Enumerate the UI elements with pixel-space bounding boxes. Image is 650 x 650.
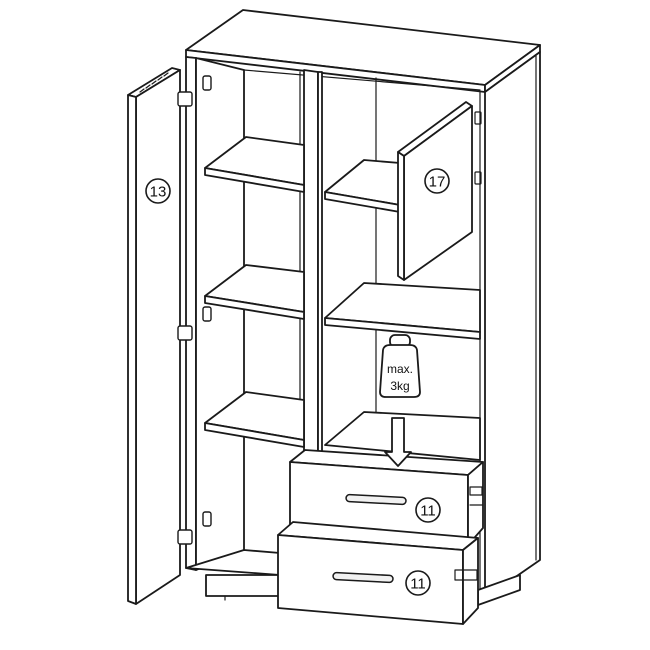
hinge-middle <box>177 306 212 341</box>
upper-drawer <box>289 449 484 546</box>
callout-upper-drawer-label: 11 <box>420 503 436 520</box>
down-arrow-icon <box>384 417 412 467</box>
main-door <box>127 67 181 605</box>
left-side-panel <box>185 56 245 571</box>
left-shelf-2 <box>204 264 305 320</box>
weight-label-line1: max. <box>387 362 413 376</box>
right-side-panel <box>479 51 541 599</box>
right-shelf-2 <box>324 282 481 340</box>
callout-upper-drawer: 11 <box>415 497 441 523</box>
lower-drawer <box>277 521 479 625</box>
callout-door-label: 13 <box>150 184 167 201</box>
left-shelf-3 <box>204 391 305 448</box>
callout-small-door-label: 17 <box>429 174 446 191</box>
top-panel <box>185 9 541 93</box>
callout-lower-drawer-label: 11 <box>410 576 426 593</box>
center-divider <box>303 69 323 453</box>
base-plinth <box>185 549 521 611</box>
weight-label-line2: 3kg <box>390 379 409 393</box>
right-shelf-1 <box>324 159 401 213</box>
hinge-bottom <box>177 511 212 545</box>
hinge-top <box>177 75 212 107</box>
callout-small-door: 17 <box>424 168 450 194</box>
left-shelf-1 <box>204 136 305 193</box>
interior-back <box>243 69 481 441</box>
callout-lower-drawer: 11 <box>405 570 431 596</box>
weight-symbol: max. 3kg <box>379 334 421 398</box>
callout-door: 13 <box>145 178 171 204</box>
